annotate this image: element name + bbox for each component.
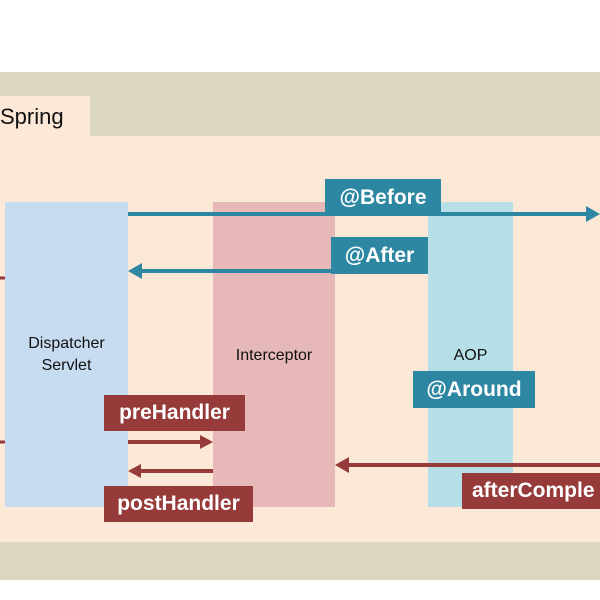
spring-label: Spring — [0, 104, 64, 129]
after-completion-label: afterComple — [462, 473, 600, 509]
pre-handler-label: preHandler — [104, 395, 245, 431]
dispatcher-servlet-box — [5, 202, 128, 507]
after-arrowhead — [128, 263, 142, 279]
post-handler-arrowhead — [128, 464, 141, 478]
dispatcher-servlet-label: Dispatcher Servlet — [5, 333, 128, 377]
interceptor-label: Interceptor — [235, 347, 313, 364]
post-handler-label: postHandler — [104, 486, 253, 522]
dispatcher-label-line-2: Servlet — [41, 357, 92, 374]
before-label: @Before — [325, 179, 441, 216]
interceptor-box — [213, 202, 335, 507]
after-completion-arrowhead — [335, 457, 349, 473]
before-arrowhead — [586, 206, 600, 222]
after-label: @After — [331, 237, 428, 274]
pre-handler-arrowhead — [200, 435, 213, 449]
spring-tab — [0, 96, 90, 136]
aop-box — [428, 202, 513, 507]
aop-label: AOP — [453, 347, 488, 364]
dispatcher-label-line-1: Dispatcher — [28, 335, 105, 352]
around-label: @Around — [413, 371, 535, 408]
